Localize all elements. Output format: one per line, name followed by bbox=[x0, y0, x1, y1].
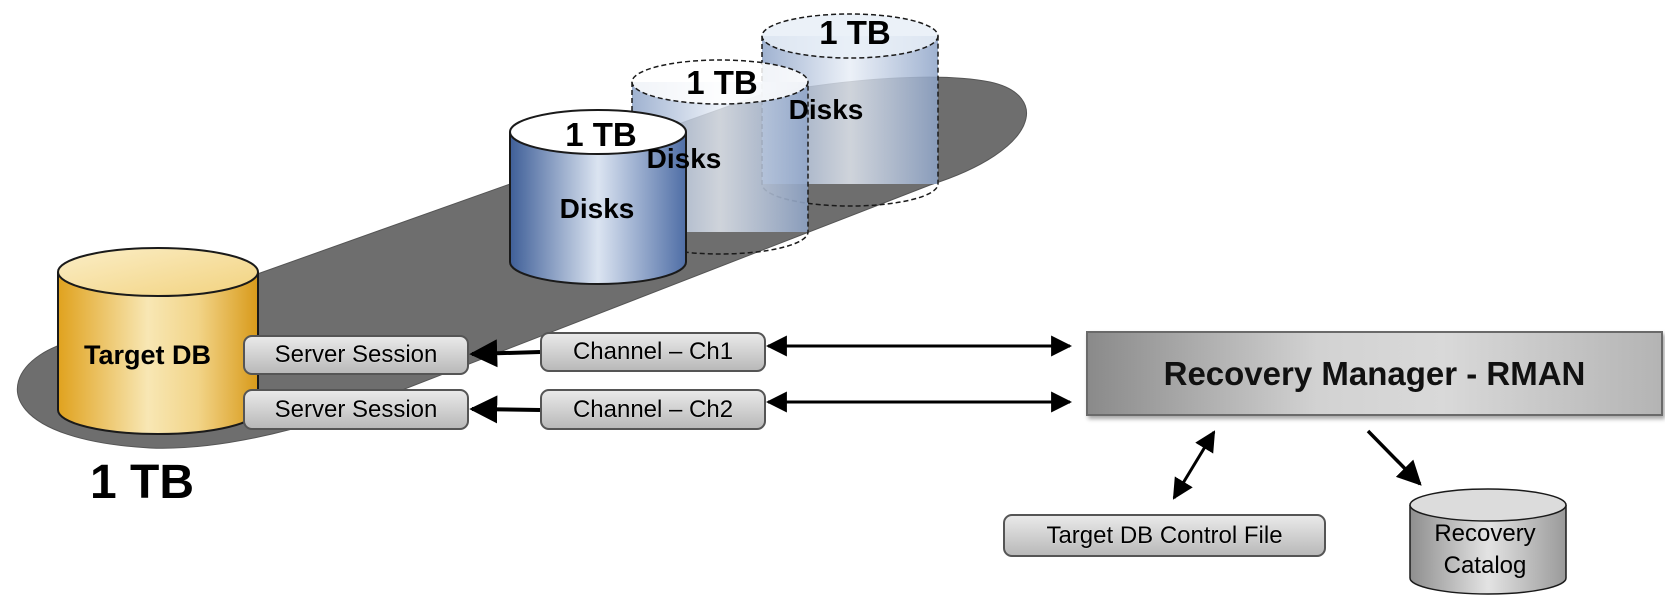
server-session-2: Server Session bbox=[243, 389, 469, 430]
disk-2-label: Disks bbox=[647, 143, 722, 174]
recovery-catalog-cylinder bbox=[1409, 488, 1567, 595]
recovery-catalog-line2: Catalog bbox=[1443, 552, 1527, 579]
arrow-rman-controlfile bbox=[1172, 430, 1216, 500]
disk-2-size: 1 TB bbox=[686, 64, 758, 101]
recovery-catalog-line1: Recovery bbox=[1434, 520, 1536, 547]
target-db-size: 1 TB bbox=[90, 456, 195, 509]
disk-1-label: Disks bbox=[560, 193, 635, 224]
channel-ch2: Channel – Ch2 bbox=[540, 389, 766, 430]
target-db-label: Target DB bbox=[84, 340, 212, 370]
target-db-cylinder bbox=[57, 247, 259, 435]
rman-box: Recovery Manager - RMAN bbox=[1086, 331, 1663, 416]
disk-cylinder-1 bbox=[509, 109, 687, 285]
control-file-box: Target DB Control File bbox=[1003, 514, 1326, 557]
channel-ch1: Channel – Ch1 bbox=[540, 332, 766, 372]
server-session-1: Server Session bbox=[243, 335, 469, 375]
recovery-catalog-label: Recovery Catalog bbox=[1410, 518, 1560, 582]
disk-3-label: Disks bbox=[789, 94, 864, 125]
arrow-ch2-to-session2 bbox=[469, 395, 541, 424]
disk-1-size: 1 TB bbox=[565, 116, 637, 153]
arrow-ch1-to-session1 bbox=[469, 339, 541, 368]
disk-3-size: 1 TB bbox=[819, 14, 891, 51]
arrow-rman-catalog bbox=[1366, 429, 1422, 486]
